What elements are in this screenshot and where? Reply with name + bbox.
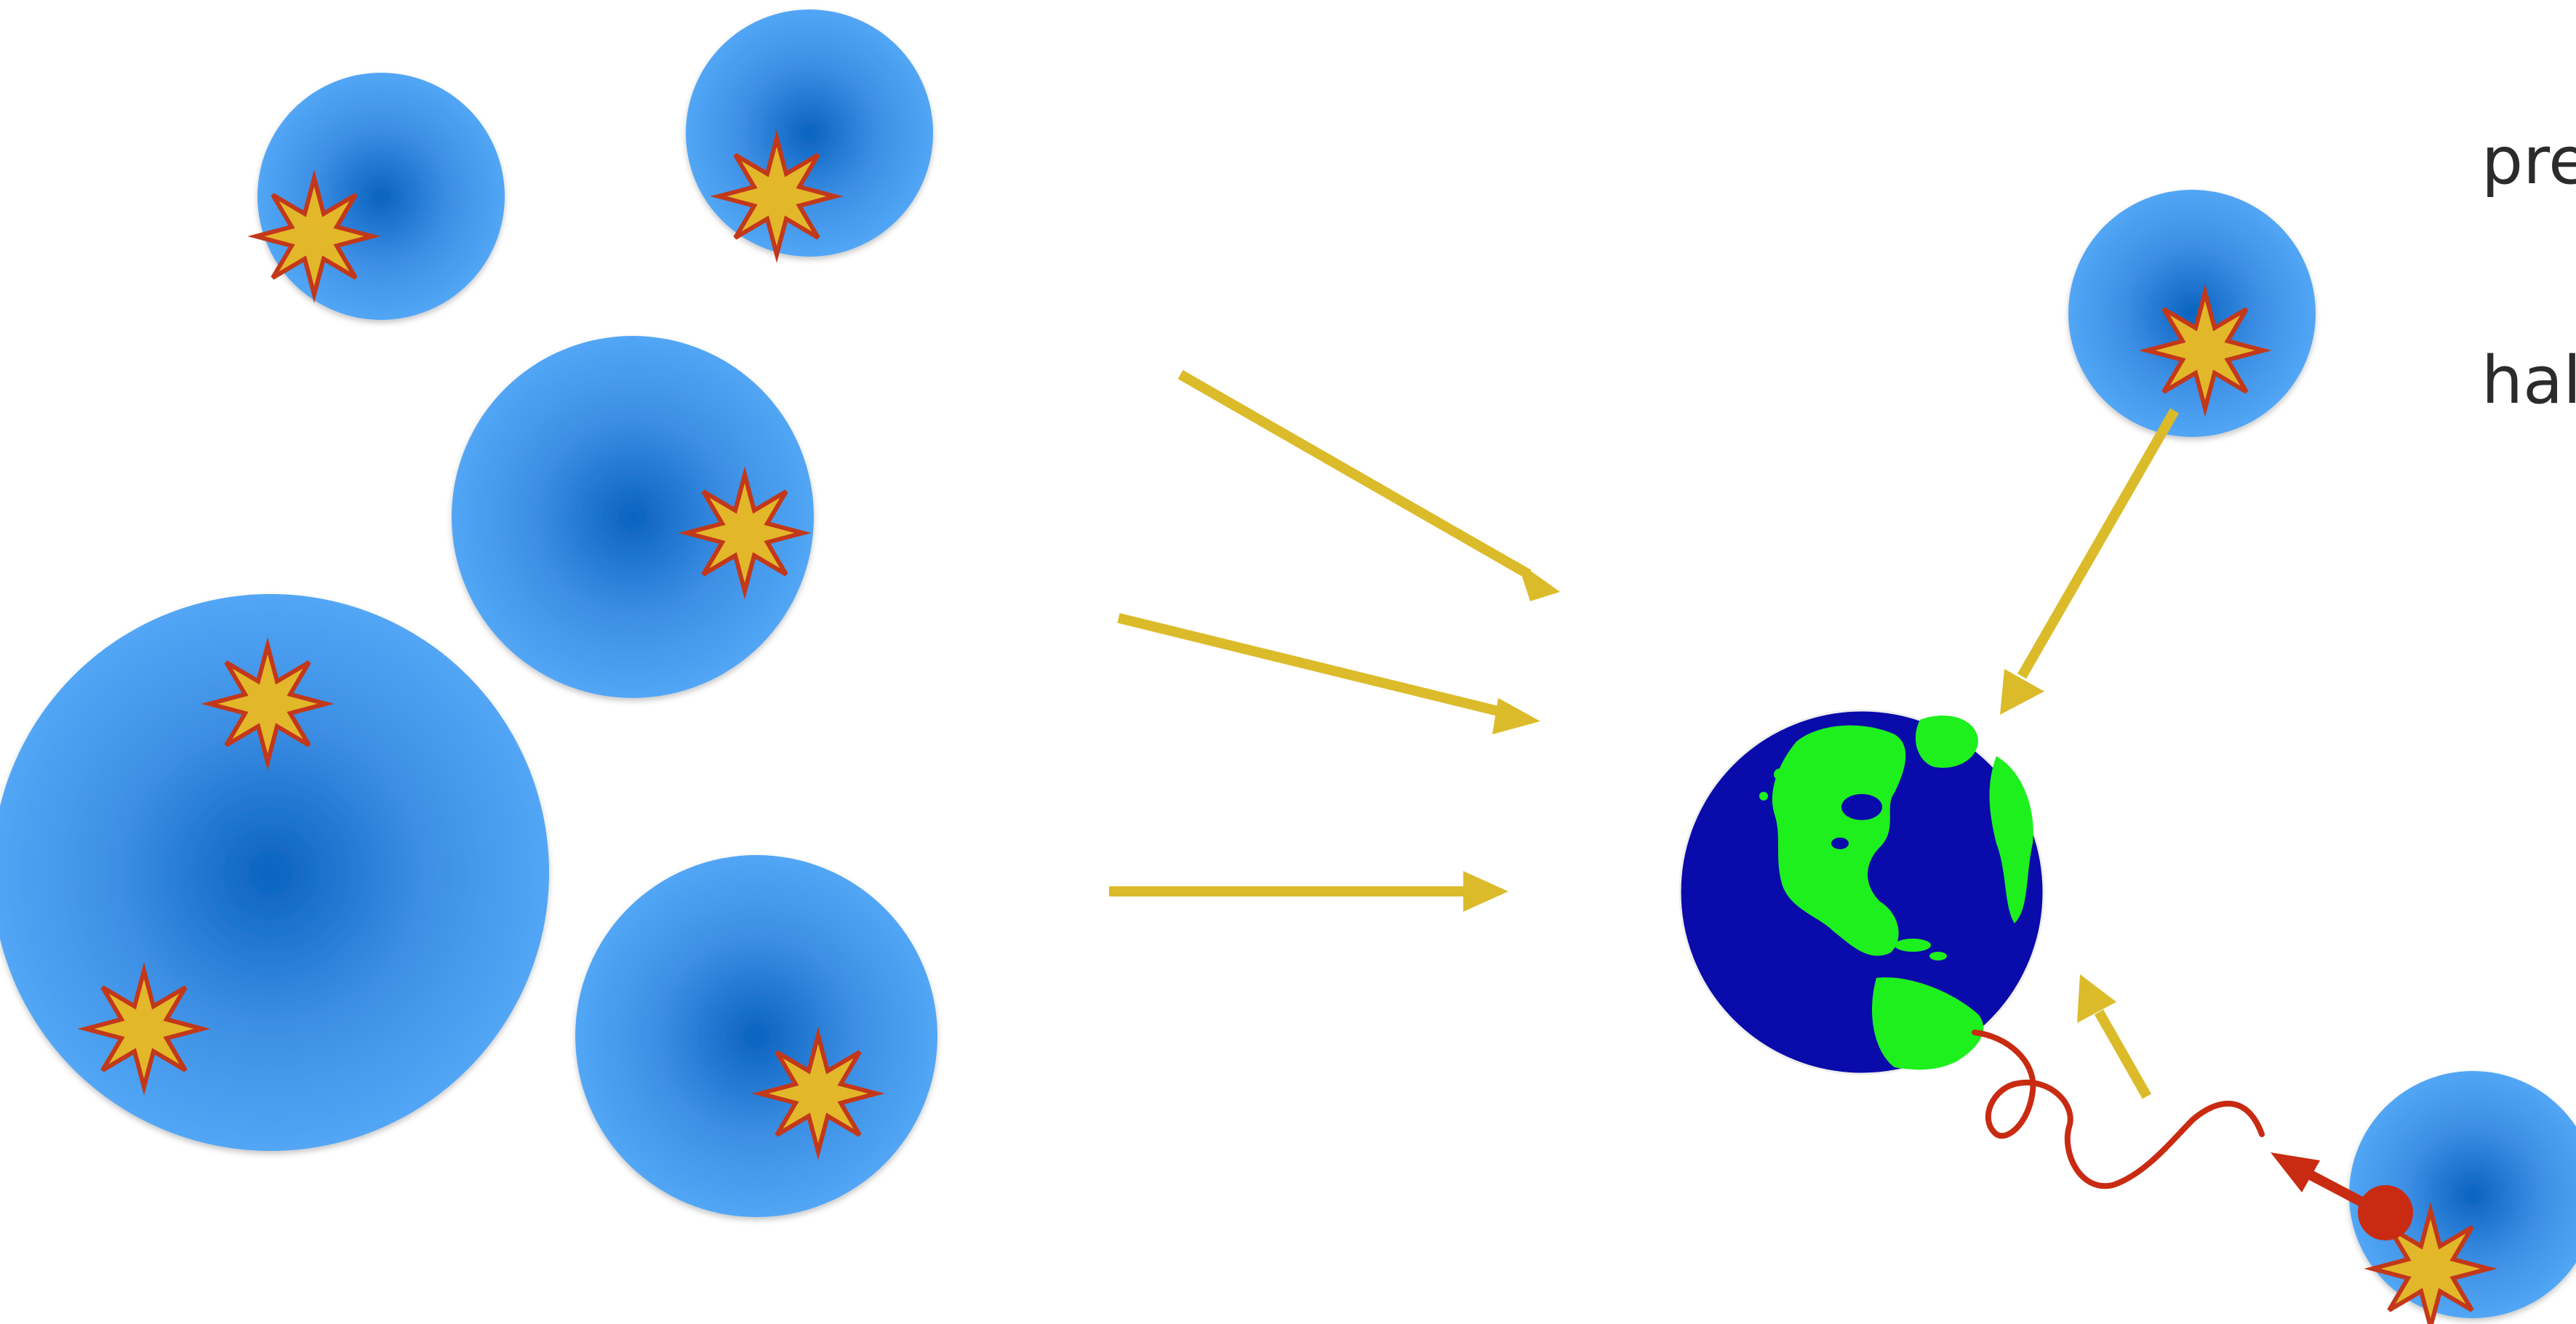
star-burst-icon <box>256 178 372 294</box>
arrow-middle <box>1119 618 1540 734</box>
halo-bottom <box>575 855 937 1217</box>
halo-right-top <box>2068 190 2316 437</box>
corner-text-line-1: pre <box>2481 125 2576 198</box>
halo-large <box>0 594 549 1151</box>
halo-top-left <box>256 73 505 320</box>
star-burst-icon <box>687 475 803 591</box>
halo-top-right <box>686 9 933 257</box>
arrow-deflected <box>2077 974 2147 1096</box>
charged-particle-icon <box>2358 1185 2413 1240</box>
halo-middle <box>452 336 814 698</box>
star-burst-icon <box>209 646 326 762</box>
star-burst-icon <box>760 1035 876 1152</box>
star-burst-icon <box>86 971 202 1087</box>
corner-text-line-2: hal <box>2481 345 2576 418</box>
arrow-lower <box>1109 871 1508 912</box>
dark-matter-halo-icon <box>2068 190 2316 437</box>
arrow-upper <box>1180 374 1560 601</box>
arrow-from-right-halo <box>2000 411 2175 715</box>
dark-matter-halo-icon <box>257 73 505 320</box>
corner-text: pre hal <box>2481 0 2576 492</box>
star-burst-icon <box>719 138 835 254</box>
star-burst-icon <box>2147 292 2263 409</box>
earth-globe-icon <box>1680 710 2044 1074</box>
dark-matter-halo-icon <box>575 855 937 1217</box>
